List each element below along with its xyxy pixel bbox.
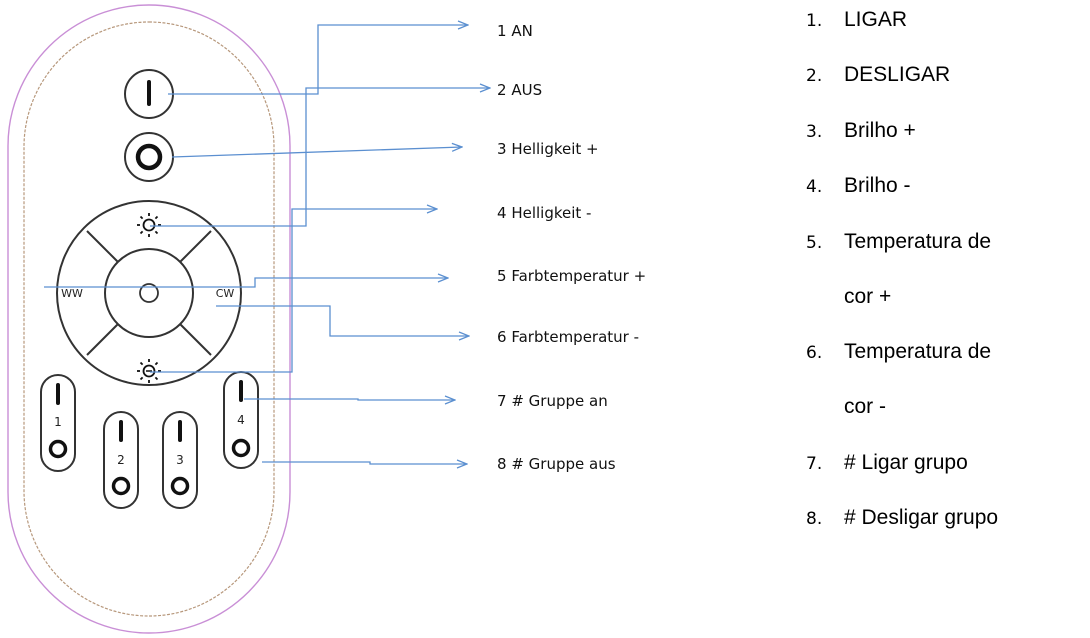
translation-item-3: 3. Brilho + — [806, 119, 916, 143]
brightness-up-icon[interactable] — [137, 213, 161, 237]
translation-number: 3. — [806, 122, 823, 142]
callout-5: 5 Farbtemperatur + — [497, 267, 646, 285]
translation-item-7: 7. # Ligar grupo — [806, 451, 968, 475]
translation-text-continued: cor + — [844, 285, 892, 308]
translation-text: LIGAR — [844, 8, 908, 31]
brightness-down-icon[interactable] — [137, 359, 161, 383]
callout-8: 8 # Gruppe aus — [497, 455, 616, 473]
group-2-number: 2 — [117, 453, 125, 467]
leader-line-6 — [216, 305, 469, 336]
translation-text: # Ligar grupo — [844, 451, 968, 474]
callout-2: 2 AUS — [497, 81, 542, 99]
callout-7: 7 # Gruppe an — [497, 392, 608, 410]
group-1-button[interactable]: 1 — [40, 374, 76, 472]
callout-4: 4 Helligkeit - — [497, 204, 591, 222]
group-4-number: 4 — [237, 413, 245, 427]
cool-white-label[interactable]: CW — [216, 287, 235, 300]
remote-inner-outline — [23, 21, 275, 617]
leader-line-5 — [44, 278, 448, 288]
callout-6: 6 Farbtemperatur - — [497, 328, 639, 346]
group-3-number: 3 — [176, 453, 184, 467]
group-3-button[interactable]: 3 — [162, 411, 198, 509]
translation-item-6: 6. Temperatura de cor - — [806, 340, 992, 418]
translation-number: 4. — [806, 177, 823, 197]
translation-text: DESLIGAR — [844, 63, 951, 86]
translation-text: Temperatura de — [844, 230, 992, 253]
center-button[interactable] — [139, 283, 159, 303]
warm-white-label[interactable]: WW — [61, 287, 83, 300]
leader-line-4 — [150, 209, 437, 373]
callout-1: 1 AN — [497, 22, 533, 40]
group-4-button[interactable]: 4 — [223, 371, 259, 469]
leader-line-7 — [244, 399, 455, 400]
translation-number: 2. — [806, 66, 823, 86]
translation-number: 7. — [806, 454, 823, 474]
translation-text-continued: cor - — [844, 395, 886, 418]
translation-item-8: 8. # Desligar grupo — [806, 506, 998, 530]
remote-outer-outline — [7, 4, 291, 634]
translation-item-4: 4. Brilho - — [806, 174, 911, 198]
leader-line-3 — [171, 147, 462, 158]
translation-item-1: 1. LIGAR — [806, 8, 907, 32]
translation-item-2: 2. DESLIGAR — [806, 63, 950, 87]
translation-text: Temperatura de — [844, 340, 992, 363]
translation-number: 1. — [806, 11, 823, 31]
on-button[interactable] — [124, 69, 174, 119]
leader-line-2 — [150, 88, 490, 227]
callout-3: 3 Helligkeit + — [497, 140, 599, 158]
group-2-button[interactable]: 2 — [103, 411, 139, 509]
callout-labels: 1 AN 2 AUS 3 Helligkeit + 4 Helligkeit -… — [497, 22, 646, 473]
off-button[interactable] — [124, 132, 174, 182]
translation-item-5: 5. Temperatura de cor + — [806, 230, 992, 308]
group-1-number: 1 — [54, 415, 62, 429]
translation-number: 5. — [806, 233, 823, 253]
translation-number: 6. — [806, 343, 823, 363]
translation-text: Brilho + — [844, 119, 916, 142]
leader-line-8 — [262, 462, 467, 464]
translation-text: # Desligar grupo — [844, 506, 999, 529]
leader-line-1 — [168, 25, 468, 95]
translation-number: 8. — [806, 509, 823, 529]
translation-text: Brilho - — [844, 174, 911, 197]
